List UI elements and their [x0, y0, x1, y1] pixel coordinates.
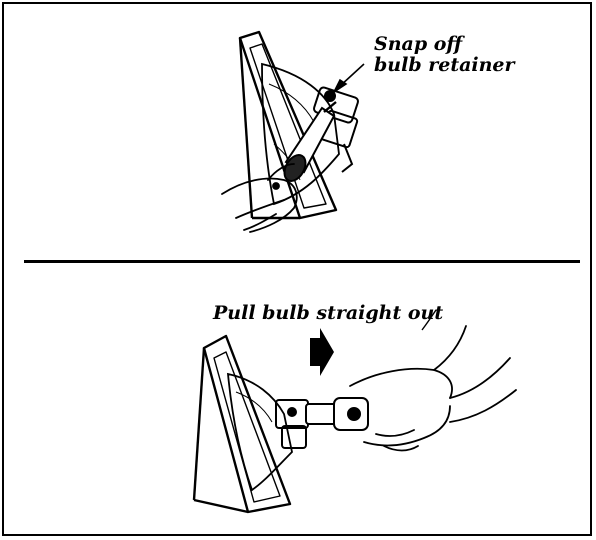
hand-icon — [350, 326, 516, 451]
snap-off-label: Snap off bulb retainer — [374, 34, 515, 76]
section-divider — [24, 260, 580, 263]
pull-bulb-label: Pull bulb straight out — [213, 303, 443, 324]
pointer-arrow — [334, 64, 364, 92]
screwdriver-icon — [280, 102, 336, 185]
diagram-frame: Snap off bulb retainer — [2, 2, 592, 536]
step-pull-bulb-out: Pull bulb straight out — [4, 266, 594, 538]
snap-off-label-line1: Snap off — [374, 34, 515, 55]
pull-direction-arrow — [310, 328, 334, 376]
snap-off-label-line2: bulb retainer — [374, 55, 515, 76]
step-snap-off-retainer: Snap off bulb retainer — [4, 4, 594, 258]
bulb-icon — [306, 398, 368, 430]
